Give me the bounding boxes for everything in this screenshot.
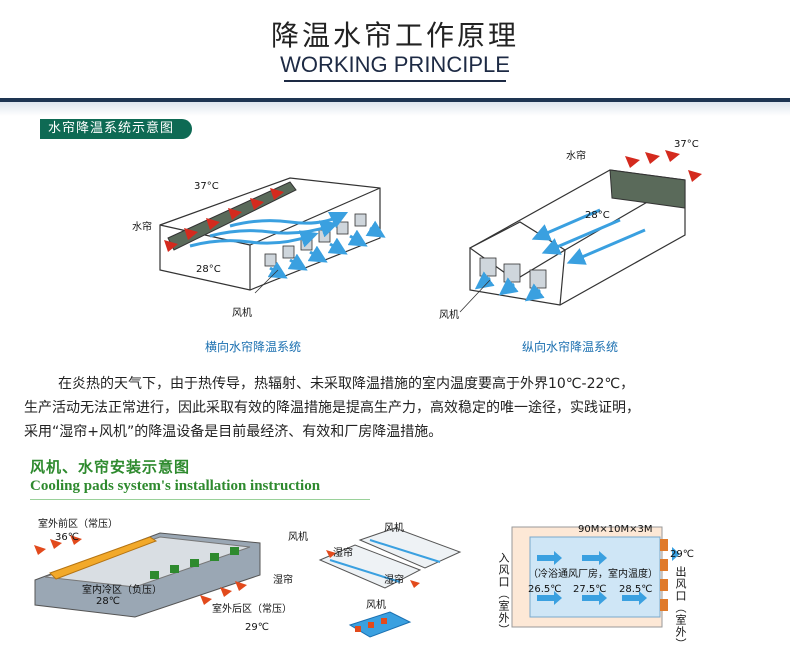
- temp-zone-2: 27.5℃: [573, 584, 607, 595]
- header-divider-shadow: [0, 102, 790, 116]
- room-label: （冷浴通风厂房，室内温度）: [528, 569, 658, 580]
- right-caption: 纵向水帘降温系统: [522, 340, 619, 354]
- left-fan-label: 风机: [232, 308, 252, 319]
- inlet-label: 入风口（室外）: [497, 552, 510, 636]
- install-title-underline: [30, 499, 370, 500]
- longitudinal-system-diagram: [459, 150, 702, 313]
- header-divider: [0, 98, 790, 102]
- description-line-3: 采用“湿帘+风机”的降温设备是目前最经济、有效和厂房降温措施。: [24, 424, 443, 440]
- horizontal-system-diagram: [159, 177, 386, 294]
- temp-zone-1: 26.5℃: [528, 584, 562, 595]
- left-caption: 横向水帘降温系统: [205, 340, 302, 354]
- right-temp-hot: 37°C: [674, 139, 699, 150]
- right-temp-cool: 28°C: [585, 210, 610, 221]
- left-temp-hot: 37°C: [194, 181, 219, 192]
- layout-fan-3: 风机: [366, 600, 386, 611]
- room-dimensions: 90M×10M×3M: [578, 524, 653, 535]
- left-temp-cool: 28°C: [196, 264, 221, 275]
- right-pad-label: 水帘: [566, 151, 586, 162]
- install-diagram-airflow: [511, 526, 680, 628]
- temp-zone-3: 28.5℃: [619, 584, 653, 595]
- section-badge: 水帘降温系统示意图: [40, 119, 193, 139]
- page-subtitle: WORKING PRINCIPLE: [280, 52, 510, 77]
- title-underline: [284, 80, 506, 82]
- temp-front: 36℃: [55, 532, 79, 543]
- inside-label: 室内冷区（负压）: [82, 585, 162, 596]
- layout-pad-2: 湿帘: [273, 575, 293, 586]
- layout-pad-1: 湿帘: [333, 548, 353, 559]
- description: 在炎热的天气下，由于热传导，热辐射、未采取降温措施的室内温度要高于外界10℃-2…: [24, 372, 774, 444]
- page-title: 降温水帘工作原理: [270, 19, 519, 52]
- install-diagram-building: [34, 532, 261, 618]
- layout-pad-3: 湿帘: [384, 575, 404, 586]
- layout-fan-2: 风机: [384, 523, 404, 534]
- left-pad-label: 水帘: [132, 222, 152, 233]
- outlet-label: 出风口（室外）: [674, 566, 687, 650]
- install-title-en: Cooling pads system's installation instr…: [30, 478, 321, 494]
- temp-inside: 28℃: [96, 596, 120, 607]
- description-line-2: 生产活动无法正常进行，因此采取有效的降温措施是提高生产力，高效稳定的唯一途径，实…: [24, 400, 640, 416]
- install-diagram-layouts: [318, 527, 462, 638]
- temp-out-top: 29℃: [670, 549, 694, 560]
- right-fan-label: 风机: [439, 310, 459, 321]
- layout-fan-1: 风机: [288, 532, 308, 543]
- outside-front-label: 室外前区（常压）: [38, 519, 118, 530]
- temp-back: 29℃: [245, 622, 269, 633]
- description-line-1: 在炎热的天气下，由于热传导，热辐射、未采取降温措施的室内温度要高于外界10℃-2…: [58, 376, 635, 392]
- install-title-cn: 风机、水帘安装示意图: [30, 458, 191, 476]
- outside-back-label: 室外后区（常压）: [212, 604, 292, 615]
